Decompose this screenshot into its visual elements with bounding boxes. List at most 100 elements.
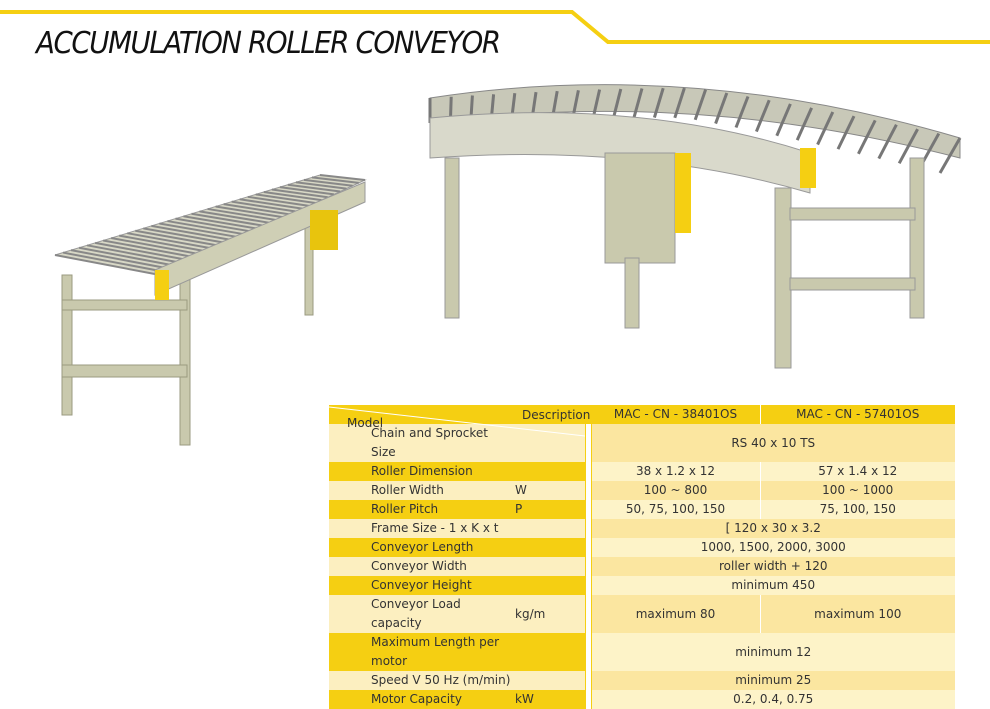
roller	[62, 251, 167, 274]
roller	[175, 217, 254, 233]
roller	[816, 111, 835, 146]
spec-label: Conveyor Load capacity	[329, 595, 515, 633]
model-header-label: Model	[347, 416, 384, 430]
roller	[86, 244, 186, 265]
spec-unit	[515, 462, 585, 481]
table-row: Chain and Sprocket Size RS 40 x 10 TS	[329, 424, 955, 462]
roller	[897, 128, 919, 165]
table-row: Frame Size - 1 x K x t[ 120 x 30 x 3.2	[329, 519, 955, 538]
roller	[54, 254, 161, 276]
roller	[127, 232, 217, 251]
roller	[755, 99, 771, 133]
spec-value: 0.2, 0.4, 0.75	[591, 690, 955, 709]
roller	[119, 234, 210, 253]
spec-unit: P	[515, 500, 585, 519]
spec-label: Conveyor Length	[329, 538, 515, 557]
spec-label: Roller Dimension	[329, 462, 515, 481]
spec-unit	[515, 557, 585, 576]
spec-unit: kW	[515, 690, 585, 709]
roller	[207, 207, 279, 222]
spec-value: RS 40 x 10 TS	[591, 424, 955, 462]
roller	[673, 87, 686, 119]
spec-value: maximum 80	[591, 595, 761, 633]
roller	[78, 246, 179, 268]
specification-table: Model Description MAC - CN - 38401OS MAC…	[329, 405, 955, 709]
spec-value: 100 ~ 1000	[760, 481, 955, 500]
roller	[652, 87, 665, 119]
roller	[94, 241, 192, 262]
roller	[877, 124, 898, 160]
spec-value: minimum 25	[591, 671, 955, 690]
spec-label: Roller Width	[329, 481, 515, 500]
roller	[775, 103, 792, 137]
spec-label: Speed V 50 Hz (m/min)	[329, 671, 515, 690]
roller	[143, 227, 229, 245]
spec-label: Motor Capacity	[329, 690, 515, 709]
spec-label: Conveyor Height	[329, 576, 515, 595]
roller	[199, 210, 272, 225]
spec-value: 75, 100, 150	[760, 500, 955, 519]
roller	[693, 89, 708, 121]
table-row: Conveyor Length 1000, 1500, 2000, 3000	[329, 538, 955, 557]
roller	[287, 183, 341, 193]
roller	[263, 190, 322, 202]
roller	[167, 220, 248, 236]
diagonal-divider	[329, 406, 585, 437]
spec-value: 57 x 1.4 x 12	[760, 462, 955, 481]
roller	[159, 222, 241, 239]
model-description-header: Model Description	[329, 405, 590, 437]
roller	[231, 200, 297, 213]
model-column-header: MAC - CN - 38401OS	[591, 405, 761, 424]
roller	[271, 188, 328, 199]
table-header-row: Model Description MAC - CN - 38401OS MAC…	[329, 405, 955, 437]
spec-unit	[515, 519, 585, 538]
roller	[734, 95, 750, 129]
roller	[239, 198, 304, 210]
spec-unit: W	[515, 481, 585, 500]
roller	[632, 88, 644, 118]
spec-label: Chain and Sprocket Size	[329, 424, 515, 462]
roller	[111, 237, 204, 256]
roller	[714, 92, 729, 125]
model-column-header: MAC - CN - 57401OS	[760, 405, 955, 424]
roller	[857, 119, 877, 155]
page-title: ACCUMULATION ROLLER CONVEYOR	[36, 26, 501, 61]
header-accent-line	[0, 10, 990, 44]
roller	[191, 212, 266, 228]
spec-unit	[515, 576, 585, 595]
spec-label: Maximum Length per motor	[329, 633, 515, 671]
roller	[295, 181, 347, 190]
spec-value: 1000, 1500, 2000, 3000	[591, 538, 955, 557]
roller	[151, 224, 235, 242]
roller	[279, 186, 335, 196]
roller	[70, 249, 173, 271]
roller	[247, 195, 310, 207]
spec-unit: kg/m	[515, 595, 585, 633]
spec-unit	[515, 538, 585, 557]
spec-value: 50, 75, 100, 150	[591, 500, 761, 519]
roller	[223, 203, 291, 216]
roller	[303, 178, 353, 187]
roller	[938, 137, 962, 174]
spec-value: 100 ~ 800	[591, 481, 761, 500]
roller	[311, 176, 359, 184]
roller	[612, 88, 623, 118]
roller	[319, 174, 366, 181]
spec-value: minimum 12	[591, 633, 955, 671]
roller	[795, 107, 813, 141]
table-row: Speed V 50 Hz (m/min) minimum 25	[329, 671, 955, 690]
spec-label: Roller Pitch	[329, 500, 515, 519]
spec-label: Conveyor Width	[329, 557, 515, 576]
spec-unit	[515, 424, 585, 462]
description-header-label: Description	[522, 408, 591, 422]
spec-value: maximum 100	[760, 595, 955, 633]
spec-label: Frame Size - 1 x K x t	[329, 519, 515, 538]
spec-unit	[515, 671, 585, 690]
table-row: Maximum Length per motor minimum 12	[329, 633, 955, 671]
roller	[135, 229, 223, 248]
spec-unit	[515, 633, 585, 671]
